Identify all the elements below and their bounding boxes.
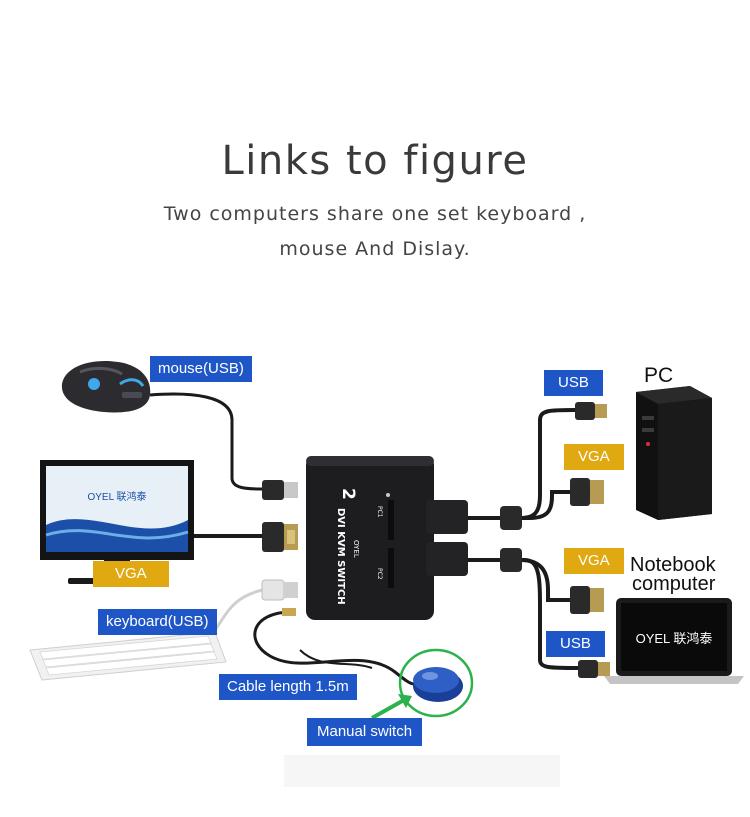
kvm-pc1-label: PC1 <box>376 506 383 518</box>
pc-usb-plug <box>575 402 607 420</box>
kvm-model-label: DVI KVM SWITCH <box>335 508 346 605</box>
kvm-switch-body <box>306 456 468 620</box>
notebook-title-line-2: computer <box>632 573 716 595</box>
pc-vga-plug <box>570 478 604 506</box>
pc-usb-cable <box>468 408 576 520</box>
notebook-usb-label: USB <box>546 631 605 657</box>
manual-switch-button-image <box>398 648 474 718</box>
pc-title: PC <box>644 364 674 387</box>
ferrite-bead-1 <box>500 506 522 530</box>
subtitle-line-1: Two computers share one set keyboard , <box>163 203 587 225</box>
kvm-brand-label: OYEL <box>352 540 360 558</box>
notebook-title-line-1: Notebook <box>630 554 716 576</box>
notebook-usb-plug <box>578 660 610 678</box>
notebook-usb-cable <box>468 558 579 670</box>
pc-vga-cable <box>468 490 570 520</box>
notebook-vga-label: VGA <box>564 548 624 574</box>
gaming-mouse-image <box>61 360 151 413</box>
pc-tower-image <box>636 386 712 520</box>
monitor-vga-label: VGA <box>93 561 169 587</box>
pc-usb-label: USB <box>544 370 603 396</box>
laptop-image: OYEL 联鸿泰 <box>604 598 744 684</box>
keyboard-usb-label: keyboard(USB) <box>98 609 217 635</box>
subtitle-line-2: mouse And Dislay. <box>279 238 471 260</box>
cable-length-label: Cable length 1.5m <box>219 674 357 700</box>
ferrite-bead-2 <box>500 548 522 572</box>
mouse-usb-label: mouse(USB) <box>150 356 252 382</box>
laptop-screen-logo: OYEL 联鸿泰 <box>636 631 713 646</box>
kvm-pc2-label: PC2 <box>376 568 383 580</box>
keyboard-image <box>29 631 227 681</box>
monitor-vga-plug <box>262 522 298 552</box>
page-title: Links to figure <box>221 138 529 184</box>
mouse-usb-plug <box>262 480 298 500</box>
pc-vga-label: VGA <box>564 444 624 470</box>
green-arrow-icon <box>371 698 405 720</box>
mouse-cable <box>149 392 263 491</box>
manual-switch-jack <box>282 608 296 616</box>
kvm-port-count: 2 <box>338 488 358 500</box>
manual-switch-cable <box>253 610 415 686</box>
keyboard-usb-plug <box>261 579 298 601</box>
monitor-screen-logo: OYEL 联鸿泰 <box>87 490 146 503</box>
monitor-image: OYEL 联鸿泰 <box>40 460 194 584</box>
manual-switch-label: Manual switch <box>307 718 423 746</box>
notebook-vga-plug <box>570 586 604 614</box>
